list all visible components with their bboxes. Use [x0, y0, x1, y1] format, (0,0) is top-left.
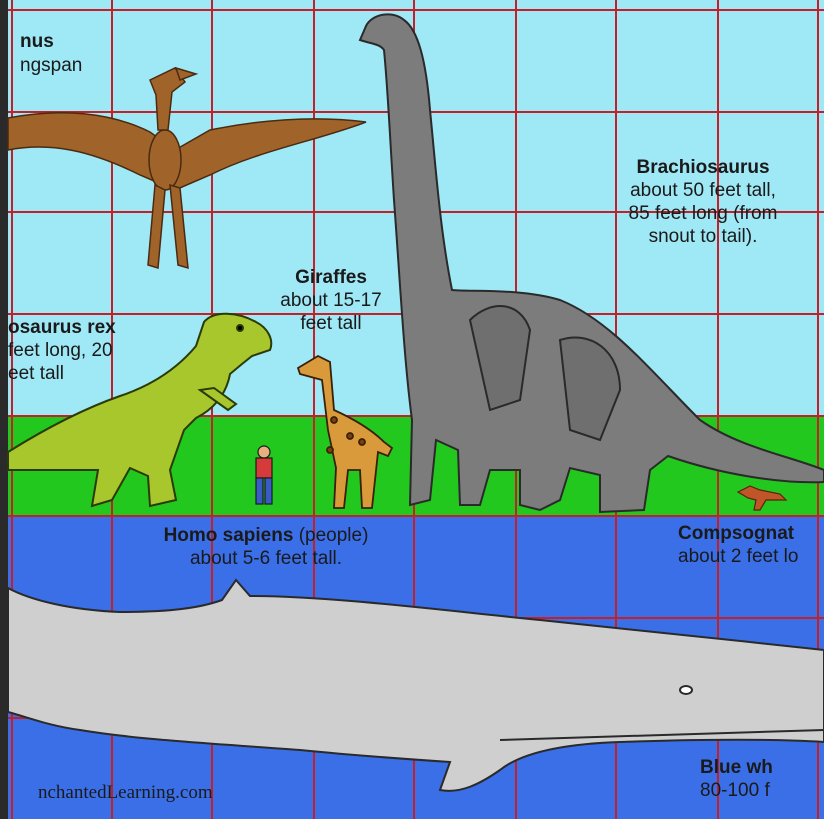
brachiosaurus-length: 85 feet long (from	[629, 203, 778, 224]
compsognathus-height: about 2 feet lo	[678, 546, 798, 567]
blue-whale-name: Blue wh	[700, 757, 773, 778]
compsognathus-name: Compsognat	[678, 523, 794, 544]
pterosaur-name: nus	[20, 31, 54, 52]
trex-height: eet tall	[8, 363, 64, 384]
credit-watermark: nchantedLearning.com	[38, 782, 213, 804]
compsognathus-label: Compsognat about 2 feet lo	[678, 522, 798, 568]
brachiosaurus-label: Brachiosaurus about 50 feet tall, 85 fee…	[598, 156, 808, 248]
pterosaur-label: nus	[20, 30, 54, 53]
giraffes-unit: feet tall	[300, 313, 361, 334]
brachiosaurus-length-note: snout to tail).	[649, 226, 758, 247]
homo-sapiens-name: Homo sapiens	[164, 525, 294, 546]
blue-whale-label: Blue wh 80-100 f	[700, 756, 773, 802]
blue-whale-length: 80-100 f	[700, 780, 770, 801]
pterosaur-wingspan: ngspan	[20, 54, 82, 77]
homo-sapiens-label: Homo sapiens (people) about 5-6 feet tal…	[126, 524, 406, 570]
homo-sapiens-suffix: (people)	[293, 525, 368, 546]
giraffes-label: Giraffes about 15-17 feet tall	[256, 266, 406, 335]
giraffes-height: about 15-17	[280, 290, 381, 311]
trex-length: feet long, 20	[8, 340, 113, 361]
brachiosaurus-height: about 50 feet tall,	[630, 180, 776, 201]
giraffes-name: Giraffes	[295, 267, 367, 288]
trex-label: osaurus rex feet long, 20 eet tall	[8, 316, 116, 385]
brachiosaurus-name: Brachiosaurus	[636, 157, 769, 178]
trex-name: osaurus rex	[8, 317, 116, 338]
homo-sapiens-height: about 5-6 feet tall.	[190, 548, 342, 569]
